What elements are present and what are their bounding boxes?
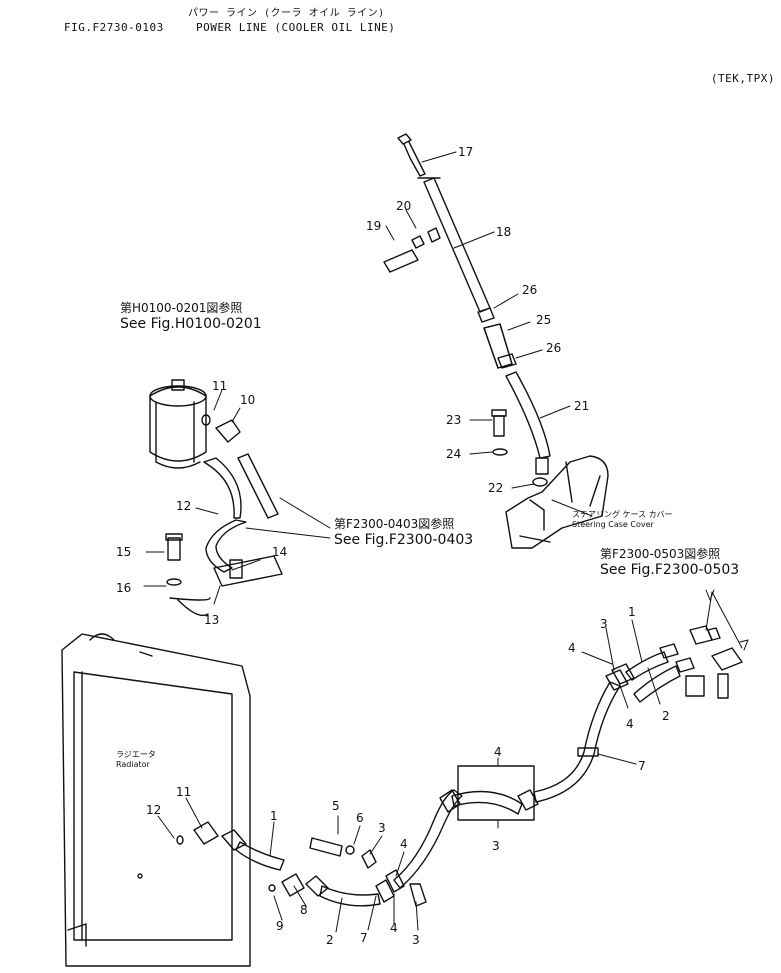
title-japanese: パワー ライン (クーラ オイル ライン) xyxy=(188,8,385,19)
callout-4-center: 4 xyxy=(494,745,502,759)
callout-3-right: 3 xyxy=(600,617,608,631)
callout-8: 8 xyxy=(300,903,308,917)
callout-2-right: 2 xyxy=(662,709,670,723)
callout-11-lower: 11 xyxy=(176,785,191,799)
radiator xyxy=(61,633,305,967)
callout-15: 15 xyxy=(116,545,131,559)
callout-16: 16 xyxy=(116,581,131,595)
model-applicability: (TEK,TPX) xyxy=(710,72,775,85)
ref-fig-f2300-0403: 第F2300-0403図参照 See Fig.F2300-0403 xyxy=(334,516,473,548)
radiator-label: ラジエータ Radiator xyxy=(116,750,156,770)
callout-12-upper: 12 xyxy=(176,499,191,513)
callout-3-lower: 3 xyxy=(378,821,386,835)
figure-title: POWER LINE (COOLER OIL LINE) xyxy=(196,21,396,34)
callout-4-right-mid: 4 xyxy=(626,717,634,731)
callout-17: 17 xyxy=(458,145,473,159)
steering-case-cover xyxy=(505,455,609,549)
ref-fig-f2300-0503: 第F2300-0503図参照 See Fig.F2300-0503 xyxy=(600,546,739,578)
label-jp: ステアリング ケース カバー xyxy=(572,510,673,519)
callout-1-lower: 1 xyxy=(270,809,278,823)
callout-11-upper: 11 xyxy=(212,379,227,393)
upper-pipe-assembly xyxy=(383,133,551,487)
ref-en: See Fig.F2300-0503 xyxy=(600,562,740,578)
callout-21: 21 xyxy=(574,399,589,413)
callout-5: 5 xyxy=(332,799,340,813)
ref-jp: 第F2300-0403図参照 xyxy=(334,517,455,531)
ref-fig-h0100-0201: 第H0100-0201図参照 See Fig.H0100-0201 xyxy=(120,300,262,332)
callout-25: 25 xyxy=(536,313,551,327)
callout-18: 18 xyxy=(496,225,511,239)
leader-lines xyxy=(143,151,749,933)
callout-3-bottom: 3 xyxy=(412,933,420,947)
callout-1-right: 1 xyxy=(628,605,636,619)
callout-4-right-top: 4 xyxy=(568,641,576,655)
ref-en: See Fig.H0100-0201 xyxy=(120,316,262,332)
callout-19: 19 xyxy=(366,219,381,233)
callout-12-lower: 12 xyxy=(146,803,161,817)
callout-22: 22 xyxy=(488,481,503,495)
callout-2-lower: 2 xyxy=(326,933,334,947)
ref-en: See Fig.F2300-0403 xyxy=(334,532,474,548)
callout-9: 9 xyxy=(276,919,284,933)
callout-26-top: 26 xyxy=(522,283,537,297)
callout-14: 14 xyxy=(272,545,287,559)
steering-case-cover-label: ステアリング ケース カバー Steering Case Cover xyxy=(572,510,673,530)
callout-numbers: 17 18 19 20 26 25 26 21 23 24 22 11 10 1… xyxy=(116,145,670,947)
label-en: Steering Case Cover xyxy=(572,520,654,529)
callout-4-lower: 4 xyxy=(400,837,408,851)
callout-3-center: 3 xyxy=(492,839,500,853)
filter-assembly xyxy=(149,379,283,617)
label-en: Radiator xyxy=(116,760,150,769)
callout-7-lower: 7 xyxy=(360,931,368,945)
ref-jp: 第H0100-0201図参照 xyxy=(120,301,243,315)
callout-26-bottom: 26 xyxy=(546,341,561,355)
figure-number: FIG.F2730-0103 xyxy=(64,21,164,34)
callout-23: 23 xyxy=(446,413,461,427)
lower-hose-run xyxy=(221,625,743,907)
callout-13: 13 xyxy=(204,613,219,627)
callout-7-right: 7 xyxy=(638,759,646,773)
callout-10: 10 xyxy=(240,393,255,407)
label-jp: ラジエータ xyxy=(116,750,156,759)
callout-20: 20 xyxy=(396,199,411,213)
ref-jp: 第F2300-0503図参照 xyxy=(600,547,721,561)
callout-24: 24 xyxy=(446,447,461,461)
callout-4-bottom: 4 xyxy=(390,921,398,935)
callout-6: 6 xyxy=(356,811,364,825)
